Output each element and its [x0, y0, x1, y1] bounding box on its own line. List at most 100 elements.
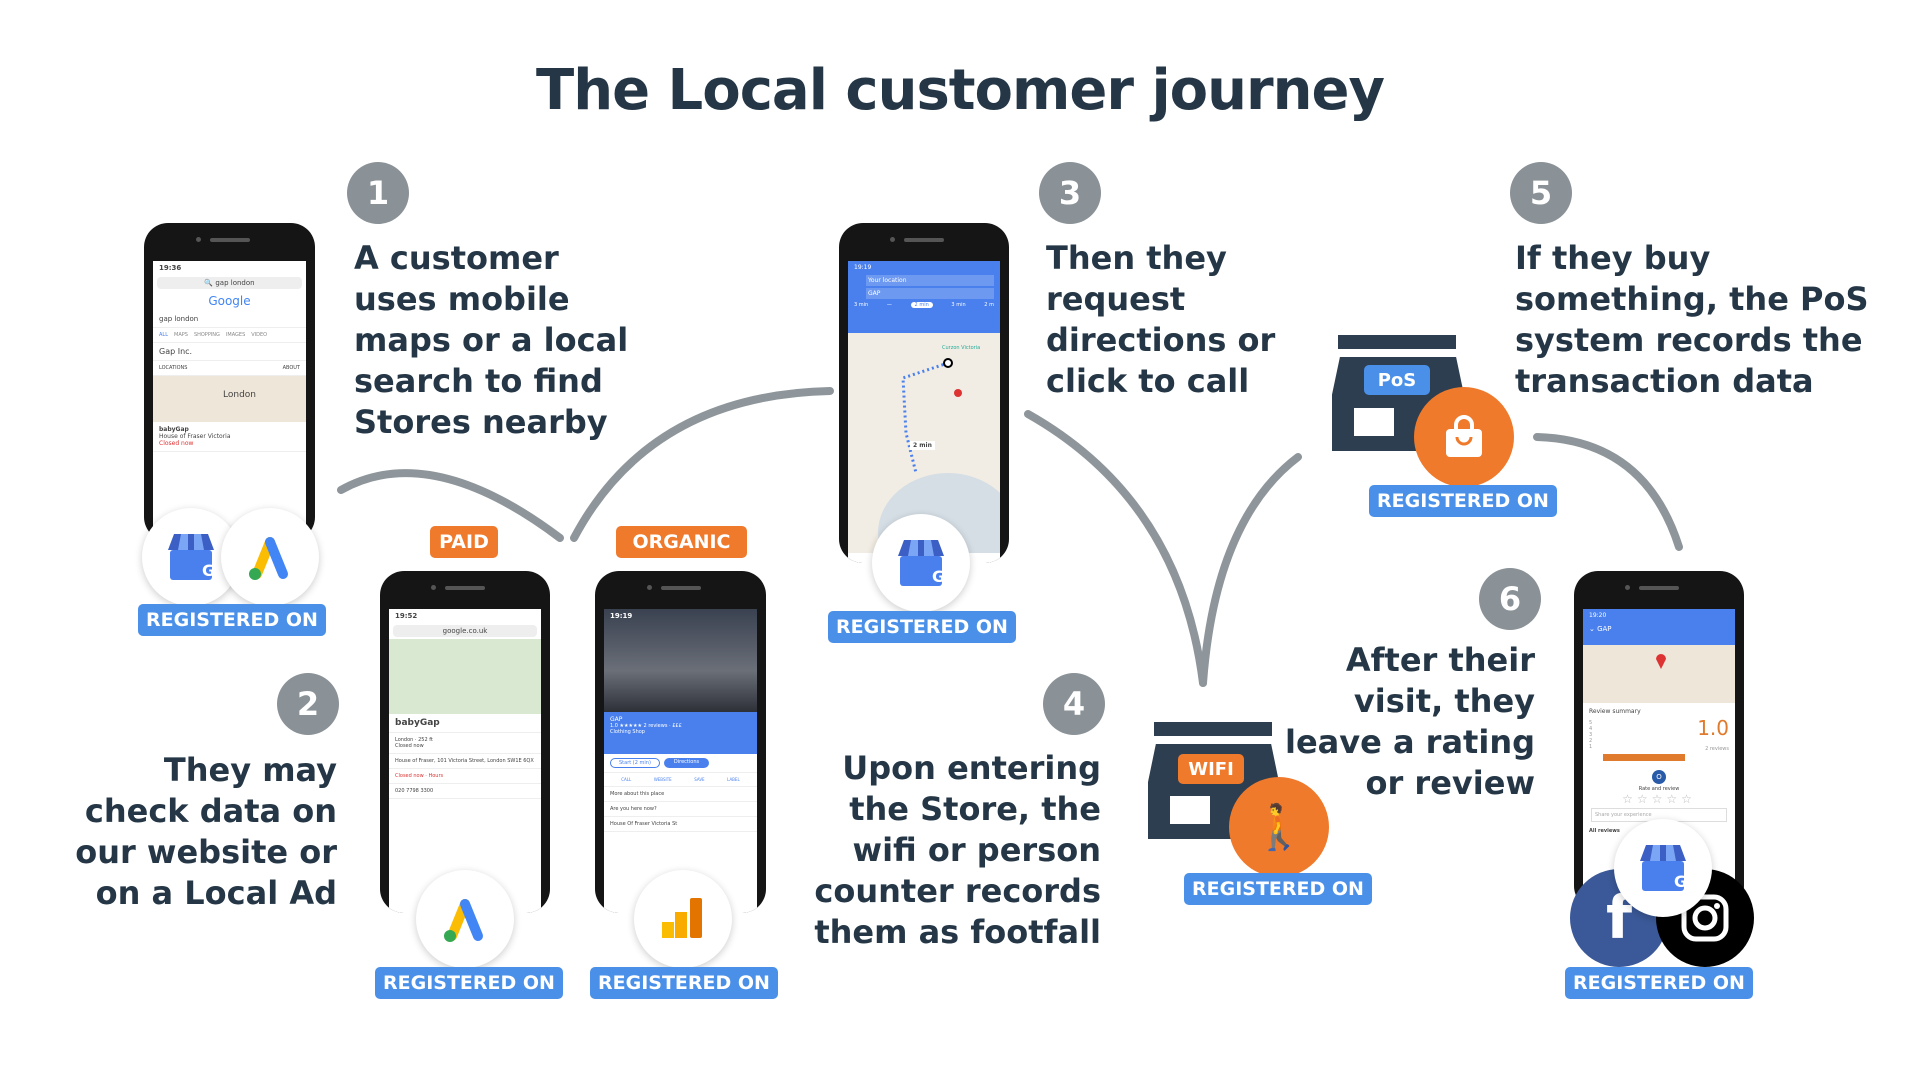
tab-locations[interactable]: LOCATIONS — [159, 365, 188, 371]
bar-label: 3 — [1589, 732, 1593, 738]
registered-on-badge: REGISTERED ON — [138, 604, 326, 636]
text-line: check data on — [84, 792, 337, 830]
rating-bar-1-star — [1603, 754, 1685, 761]
place-address: House of Fraser, 101 Victoria Street, Lo… — [389, 754, 541, 769]
destination-input[interactable]: GAP — [866, 288, 994, 299]
text-line: transaction data — [1515, 362, 1814, 400]
place-name: GAP — [610, 716, 623, 723]
tab-about[interactable]: ABOUT — [282, 365, 300, 371]
step-2-number: 2 — [277, 673, 339, 735]
svg-text:G: G — [1674, 872, 1687, 891]
svg-text:G: G — [932, 567, 945, 586]
step-3-number: 3 — [1039, 162, 1101, 224]
map — [389, 639, 541, 714]
wifi-label: WIFI — [1178, 754, 1244, 784]
text-line: Stores nearby — [354, 403, 608, 441]
registered-on-badge: REGISTERED ON — [1369, 485, 1557, 517]
step-4-number: 4 — [1043, 673, 1105, 735]
paid-tag: PAID — [430, 526, 498, 558]
text-line: something, the PoS — [1515, 280, 1869, 318]
place-rating: 1.0 ★★★★★ 2 reviews · £££ — [610, 723, 682, 729]
listing-address: House of Fraser Victoria — [159, 433, 231, 440]
listing-status: Closed now — [159, 440, 194, 447]
status-time: 19:52 — [395, 612, 418, 620]
call-button[interactable]: CALL — [621, 777, 632, 782]
save-button[interactable]: SAVE — [694, 777, 705, 782]
star-rating-input[interactable]: ☆☆☆☆☆ — [1622, 792, 1696, 806]
registered-on-badge: REGISTERED ON — [590, 967, 778, 999]
registered-on-badge: REGISTERED ON — [375, 967, 563, 999]
text-line: visit, they — [1353, 682, 1535, 720]
tab-all[interactable]: ALL — [159, 332, 168, 338]
pos-label: PoS — [1364, 365, 1430, 395]
text-line: Upon entering — [842, 749, 1101, 787]
text-line: click to call — [1046, 362, 1250, 400]
arc-3-4 — [1024, 410, 1207, 687]
tab-images[interactable]: IMAGES — [225, 332, 246, 338]
mode-drive[interactable]: 3 min — [854, 302, 869, 308]
google-ads-icon — [221, 508, 319, 606]
registered-on-badge: REGISTERED ON — [828, 611, 1016, 643]
text-line: After their — [1345, 641, 1535, 679]
place-hours: Closed now · Hours — [389, 769, 541, 784]
google-logo: Google — [208, 294, 251, 308]
mode-walk[interactable]: 2 min — [910, 302, 933, 308]
tab-shopping[interactable]: SHOPPING — [193, 332, 220, 338]
start-button[interactable]: Start (2 min) — [610, 758, 660, 768]
text-line: search to find — [354, 362, 603, 400]
place-name: GAP — [1597, 625, 1612, 633]
registered-on-badge: REGISTERED ON — [1565, 967, 1753, 999]
search-input[interactable]: gap london — [153, 311, 306, 328]
svg-text:G: G — [202, 561, 215, 580]
place-meta: London · 252 ft — [395, 737, 433, 743]
mode-ride[interactable]: 3 min — [951, 302, 966, 308]
text-line: uses mobile — [354, 280, 570, 318]
mode-cycle[interactable]: 2 m — [984, 302, 994, 308]
url-bar: 🔍 gap london — [157, 277, 302, 289]
phone-google-search: 19:36 🔍 gap london Google gap london ALL… — [144, 223, 315, 541]
url-bar[interactable]: google.co.uk — [393, 625, 537, 637]
text-line: or review — [1365, 764, 1535, 802]
arc-1-2 — [337, 469, 564, 542]
google-ads-icon — [416, 870, 514, 968]
status-time: 19:19 — [610, 612, 633, 620]
mode-transit[interactable]: — — [886, 302, 892, 308]
text-line: counter records — [814, 872, 1101, 910]
here-prompt[interactable]: Are you here now? — [604, 802, 757, 817]
origin-input[interactable]: Your location — [866, 275, 994, 286]
text-line: system records the — [1515, 321, 1863, 359]
text-line: maps or a local — [354, 321, 629, 359]
tab-maps[interactable]: MAPS — [174, 332, 188, 338]
bar-label: 2 — [1589, 738, 1593, 744]
map — [1583, 645, 1735, 703]
more-link[interactable]: More about this place — [604, 787, 757, 802]
text-line: wifi or person — [852, 831, 1102, 869]
listing-name: babyGap — [159, 426, 189, 433]
phone-screen: 19:36 🔍 gap london Google gap london ALL… — [153, 261, 306, 541]
all-reviews[interactable]: All reviews — [1589, 828, 1620, 834]
tab-video[interactable]: VIDEO — [251, 332, 268, 338]
store-photo: 19:19 — [604, 609, 757, 712]
text-line: request — [1046, 280, 1186, 318]
text-line: the Store, the — [849, 790, 1101, 828]
step-5-number: 5 — [1510, 162, 1572, 224]
website-button[interactable]: WEBSITE — [653, 777, 672, 782]
map-label: London — [223, 390, 256, 400]
text-line: on a Local Ad — [95, 874, 337, 912]
text-line: Then they — [1046, 239, 1227, 277]
bar-label: 4 — [1589, 726, 1593, 732]
bar-label: 1 — [1589, 744, 1593, 750]
google-my-business-icon: G — [1614, 819, 1712, 917]
place-phone[interactable]: 020 7798 3300 — [389, 784, 541, 799]
directions-button[interactable]: Directions — [663, 758, 710, 768]
url-text: gap london — [215, 279, 255, 287]
label-button[interactable]: LABEL — [727, 777, 740, 782]
place-type: Clothing Shop — [610, 729, 645, 735]
map: London — [153, 376, 306, 422]
